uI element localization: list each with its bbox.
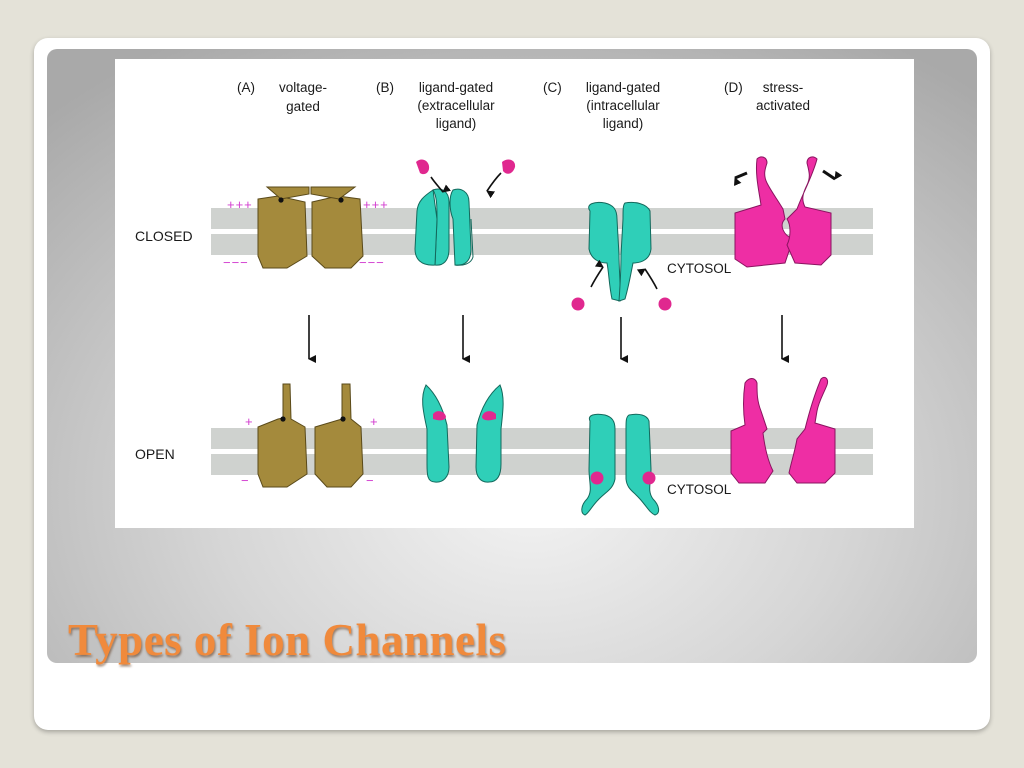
column-b-line-1: ligand-gated (419, 80, 493, 95)
intracellular-ligand-left (571, 297, 585, 311)
column-c-line-1: ligand-gated (586, 80, 660, 95)
voltage-gated-channel-open (257, 383, 364, 488)
column-c-letter: (C) (543, 80, 562, 95)
charge-plus-right-open: + (370, 414, 379, 429)
extracellular-ligand-left (416, 159, 430, 175)
charge-plus-left-open: + (245, 414, 254, 429)
column-b-line-3: ligand) (436, 116, 477, 131)
intracellular-ligand-right (658, 297, 672, 311)
ligand-gated-extracellular-channel-closed (414, 188, 474, 266)
charge-minus-right-open: − (366, 473, 375, 488)
intracellular-ligand-arrow-left (590, 259, 604, 288)
column-a-letter: (A) (237, 80, 255, 95)
ligand-arrow-right (486, 172, 502, 199)
column-c-line-3: ligand) (603, 116, 644, 131)
charge-minus-right-closed: −−− (359, 255, 385, 270)
ligand-arrow-left (430, 176, 451, 193)
column-b-letter: (B) (376, 80, 394, 95)
ligand-gated-extracellular-channel-open (422, 384, 504, 483)
charge-minus-left-closed: −−− (223, 255, 249, 270)
ion-channel-figure: (A) voltage- gated (B) ligand-gated (ext… (115, 59, 914, 528)
slide-title: Types of Ion Channels (68, 615, 507, 665)
intracellular-ligand-arrow-right (636, 268, 658, 290)
row-label-open: OPEN (135, 446, 175, 462)
column-d-line-2: activated (756, 98, 810, 113)
stress-activated-channel-open (730, 376, 836, 484)
ligand-gated-intracellular-channel-closed (588, 201, 652, 302)
column-a-line-2: gated (286, 99, 320, 114)
extracellular-ligand-right (502, 159, 516, 174)
stress-arrow-left (734, 171, 748, 186)
column-b-line-2: (extracellular (417, 98, 495, 113)
stress-activated-channel-closed (734, 156, 832, 268)
charge-plus-left-closed: +++ (227, 197, 253, 212)
column-d-line-1: stress- (763, 80, 804, 95)
ligand-gated-intracellular-channel-open (581, 413, 660, 516)
column-d-letter: (D) (724, 80, 743, 95)
stress-arrow-right (822, 169, 843, 181)
column-a-line-1: voltage- (279, 80, 327, 95)
cytosol-label-closed: CYTOSOL (667, 261, 732, 276)
cytosol-label-open: CYTOSOL (667, 482, 732, 497)
column-c-line-2: (intracellular (586, 98, 660, 113)
ion-channel-diagram: (A) voltage- gated (B) ligand-gated (ext… (135, 80, 873, 516)
membrane-open (211, 428, 873, 475)
charge-minus-left-open: − (241, 473, 250, 488)
row-label-closed: CLOSED (135, 228, 193, 244)
voltage-gated-channel-closed (257, 186, 364, 269)
charge-plus-right-closed: +++ (363, 197, 389, 212)
